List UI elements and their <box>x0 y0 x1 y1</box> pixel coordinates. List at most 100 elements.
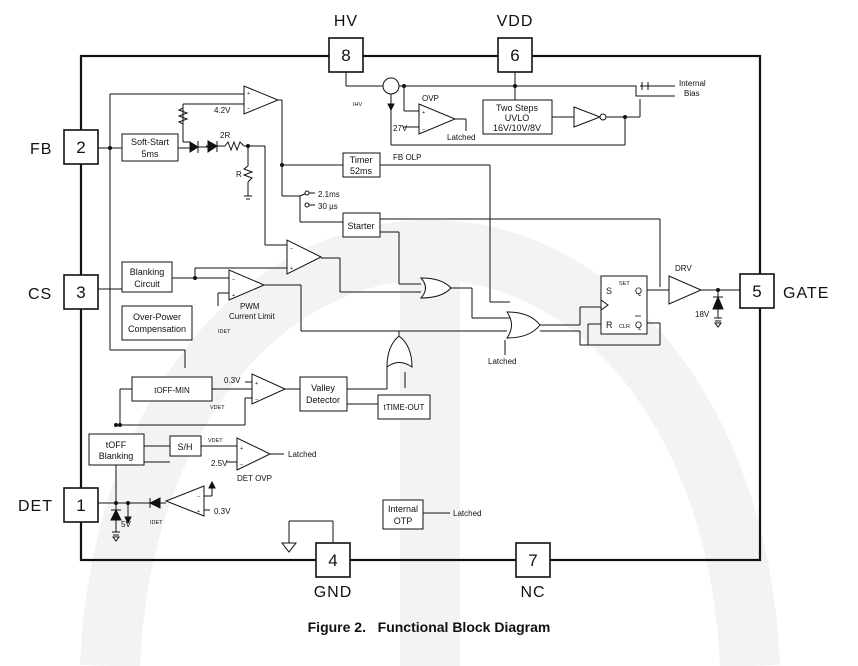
internal-bias-label-1: Internal <box>679 79 706 88</box>
v0-3-label-det: 0.3V <box>214 507 231 516</box>
or-gate-3 <box>386 335 413 368</box>
pin-gnd-label: GND <box>314 584 353 601</box>
plus-sign: + <box>422 110 425 116</box>
uvlo-label-3: 16V/10V/8V <box>493 123 541 133</box>
pin-nc-number: 7 <box>528 551 537 570</box>
fb-olp-label: FB OLP <box>393 153 421 162</box>
vdet-label-sh: VDET <box>208 438 223 444</box>
hv-current-source <box>382 77 400 95</box>
sh-label: S/H <box>177 442 192 452</box>
watermark-logo <box>80 219 780 666</box>
pin-hv: 8 HV <box>328 13 364 73</box>
zener-5v <box>110 508 122 521</box>
latch-q: Q <box>635 286 642 296</box>
v2-5-label: 2.5V <box>211 459 228 468</box>
internal-otp-block <box>382 499 424 530</box>
blanking-circuit-block <box>121 261 173 293</box>
minus-sign: − <box>255 397 258 403</box>
plus-sign: + <box>290 266 293 272</box>
gnd-tri-det <box>112 536 120 542</box>
v0-3-label-valley: 0.3V <box>224 376 241 385</box>
pin-gnd: 4 GND <box>314 542 353 601</box>
det-diode <box>148 497 161 509</box>
or-gate-1 <box>419 277 452 299</box>
pin-cs-number: 3 <box>76 283 85 302</box>
pin-cs: 3 CS <box>28 274 99 310</box>
pin-fb-label: FB <box>30 141 52 158</box>
otp-label-2: OTP <box>394 516 413 526</box>
r-label: R <box>236 170 242 179</box>
minus-sign: − <box>197 494 200 500</box>
ihv-arrow <box>387 103 395 112</box>
plus-sign: + <box>255 381 258 387</box>
minus-sign: − <box>422 127 425 133</box>
figure-title: Functional Block Diagram <box>377 619 551 635</box>
plus-sign: + <box>232 293 235 299</box>
latch-s: S <box>606 286 612 296</box>
pin-vdd: 6 VDD <box>497 13 534 73</box>
det-clamp-opamp <box>164 485 205 517</box>
r2-label: 2R <box>220 131 230 140</box>
time-out-block <box>377 394 431 420</box>
figure-caption: Figure 2. Functional Block Diagram <box>0 619 858 635</box>
resistor-2r <box>224 140 245 152</box>
pin-det-number: 1 <box>76 496 85 515</box>
pin-cs-label: CS <box>28 286 52 303</box>
pin-det-label: DET <box>18 498 53 515</box>
uvlo-inverter-bubble <box>599 113 607 121</box>
or-gate-2 <box>506 311 541 339</box>
pin-gate-number: 5 <box>752 282 761 301</box>
uvlo-label-1: Two Steps <box>496 103 539 113</box>
block-texts: Soft-Start 5ms Timer 52ms Starter Blanki… <box>99 103 642 526</box>
v4-2-label: 4.2V <box>214 106 231 115</box>
toff-min-block <box>131 376 213 402</box>
toff-blanking-block <box>88 433 145 466</box>
starter-label: Starter <box>347 221 374 231</box>
latched-label-ovp: Latched <box>447 133 475 142</box>
valley-label: Valley <box>311 383 335 393</box>
blanking-label: Blanking <box>130 267 165 277</box>
pin-vdd-label: VDD <box>497 13 534 30</box>
minus-sign: − <box>232 277 235 283</box>
wires <box>98 72 740 543</box>
pin-nc: 7 NC <box>515 542 551 601</box>
pin-gate-label: GATE <box>783 285 829 302</box>
latched-label-otp: Latched <box>453 509 481 518</box>
det-ovp-comparator <box>236 437 272 471</box>
pin-fb-number: 2 <box>76 138 85 157</box>
toff-blanking-label: Blanking <box>99 451 134 461</box>
figure-number: Figure 2. <box>307 619 366 635</box>
toff-label: tOFF <box>106 440 127 450</box>
uvlo-inverter <box>573 106 602 128</box>
resistor-r <box>242 165 254 183</box>
sample-hold-block <box>169 435 202 457</box>
ihv-label: IHV <box>353 102 363 108</box>
fb-comparator <box>243 85 280 115</box>
det-ovp-label: DET OVP <box>237 474 272 483</box>
plus-sign: + <box>197 509 200 515</box>
resistor-top <box>177 104 189 130</box>
internal-bias-switch <box>630 82 650 97</box>
latched-label-det: Latched <box>288 450 316 459</box>
starter-block <box>342 212 381 238</box>
cs-comparator <box>286 239 323 275</box>
latch-set: SET <box>619 281 630 287</box>
timer-block <box>342 152 381 178</box>
plus-sign: + <box>240 446 243 452</box>
timer-time: 52ms <box>350 166 373 176</box>
valley-detector-block <box>299 376 348 412</box>
soft-start-block <box>121 133 179 162</box>
valley-comparator <box>251 373 287 405</box>
internal-bias-label-2: Bias <box>684 89 700 98</box>
drv-label: DRV <box>675 264 692 273</box>
uvlo-block <box>482 99 553 135</box>
minus-sign: − <box>290 246 293 252</box>
diode-1 <box>189 141 199 153</box>
pin-det: 1 DET <box>18 487 99 523</box>
v27-label: 27V <box>393 124 408 133</box>
idet-arrow-1 <box>208 480 216 489</box>
pin-vdd-number: 6 <box>510 46 519 65</box>
t2-1ms-label: 2.1ms <box>318 190 340 199</box>
minus-sign: − <box>247 106 250 112</box>
otp-label-1: Internal <box>388 504 418 514</box>
